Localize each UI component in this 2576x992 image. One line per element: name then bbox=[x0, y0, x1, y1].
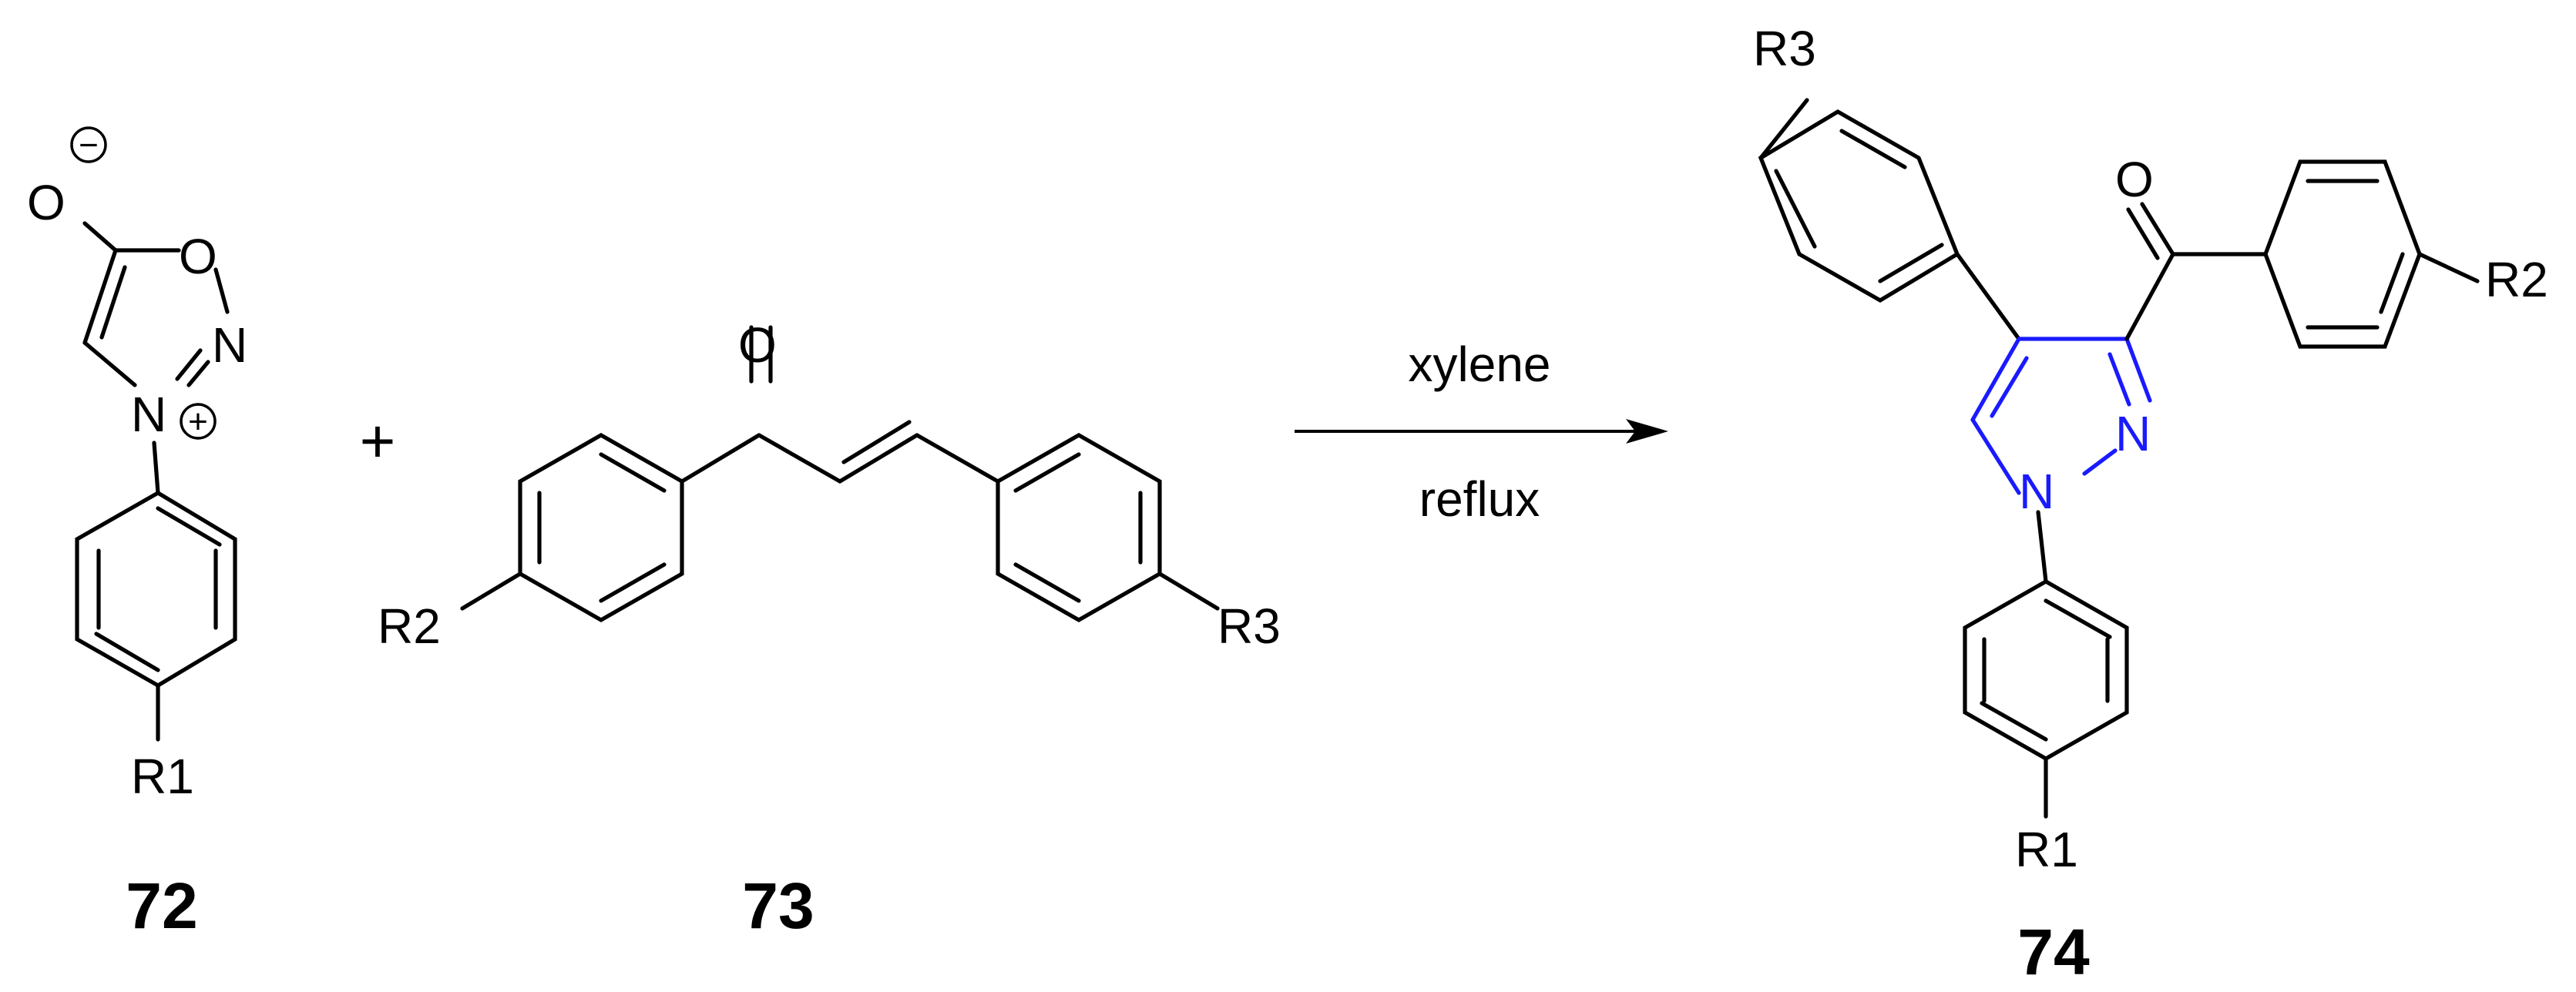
bond bbox=[2082, 448, 2118, 476]
plus-charge-symbol: + bbox=[188, 403, 208, 441]
bond bbox=[2124, 337, 2152, 403]
bond bbox=[186, 360, 210, 387]
bond bbox=[599, 562, 667, 603]
compound-74-structure: R3 O R2 N N R1 bbox=[1753, 21, 2548, 877]
atom-r2: R2 bbox=[2485, 252, 2548, 307]
benzene-ring bbox=[518, 433, 684, 622]
bond bbox=[1758, 98, 1809, 160]
atom-n1: N bbox=[2019, 464, 2054, 519]
atom-carbonyl-o: O bbox=[738, 317, 777, 373]
bond bbox=[1970, 337, 2021, 422]
minus-charge-symbol: − bbox=[79, 126, 99, 164]
bond bbox=[2140, 202, 2175, 256]
minus-charge-icon bbox=[70, 126, 107, 163]
bond bbox=[1970, 417, 2021, 495]
atom-carbonyl-o: O bbox=[2115, 152, 2154, 207]
compound-72-label: 72 bbox=[126, 870, 197, 942]
atom-r2: R2 bbox=[378, 598, 441, 654]
bond bbox=[1955, 252, 2021, 341]
bond bbox=[2379, 252, 2405, 314]
bond bbox=[1839, 129, 1907, 169]
compound-72-structure: O − O N N + R1 bbox=[27, 126, 247, 804]
bond bbox=[152, 441, 160, 495]
bond bbox=[2107, 352, 2131, 407]
atom-r1: R1 bbox=[131, 749, 194, 804]
condition-solvent: xylene bbox=[1409, 337, 1551, 392]
bond bbox=[2036, 510, 2048, 584]
bond bbox=[2044, 598, 2112, 639]
atom-o-minus: O bbox=[27, 175, 65, 230]
atom-n-plus: N bbox=[131, 387, 166, 442]
benzene-ring bbox=[1963, 579, 2129, 761]
reaction-arrow bbox=[1295, 419, 1668, 444]
bond bbox=[680, 433, 761, 484]
bond bbox=[82, 248, 118, 345]
atom-ring-o: O bbox=[179, 229, 217, 284]
bond bbox=[213, 267, 230, 314]
benzene-ring bbox=[996, 433, 1162, 622]
compound-73-structure: O R2 R3 bbox=[378, 317, 1281, 654]
bond bbox=[757, 433, 842, 484]
bond bbox=[1157, 571, 1220, 611]
plus-sign: + bbox=[360, 407, 396, 475]
bond bbox=[1990, 356, 2029, 418]
bond bbox=[82, 221, 118, 253]
bond bbox=[175, 348, 203, 381]
bond bbox=[1878, 243, 1944, 283]
plus-charge-icon bbox=[180, 403, 217, 440]
bond bbox=[599, 452, 667, 493]
atom-ring-n: N bbox=[212, 317, 247, 373]
compound-73-label: 73 bbox=[742, 870, 814, 942]
benzene-ring bbox=[2263, 159, 2422, 349]
bond bbox=[460, 571, 522, 611]
bond bbox=[94, 632, 160, 672]
condition-temperature: reflux bbox=[1419, 471, 1540, 527]
bond bbox=[1013, 452, 1081, 493]
bond bbox=[1980, 701, 2048, 742]
bond bbox=[99, 265, 127, 340]
benzene-ring bbox=[75, 490, 237, 689]
bond bbox=[1013, 562, 1081, 603]
atom-r1: R1 bbox=[2015, 822, 2078, 877]
bond bbox=[2124, 252, 2175, 341]
bond bbox=[838, 433, 919, 484]
bond bbox=[2126, 207, 2160, 260]
atom-r3: R3 bbox=[1753, 21, 1816, 76]
atom-n2: N bbox=[2115, 406, 2151, 461]
bond bbox=[82, 340, 137, 387]
compound-74-label: 74 bbox=[2017, 916, 2090, 988]
atom-r3: R3 bbox=[1217, 598, 1281, 654]
bond bbox=[156, 506, 222, 547]
bond bbox=[915, 433, 1000, 484]
arrowhead-icon bbox=[1626, 419, 1668, 444]
bond bbox=[841, 420, 912, 464]
bond bbox=[1774, 169, 1817, 249]
bond bbox=[2417, 252, 2480, 283]
